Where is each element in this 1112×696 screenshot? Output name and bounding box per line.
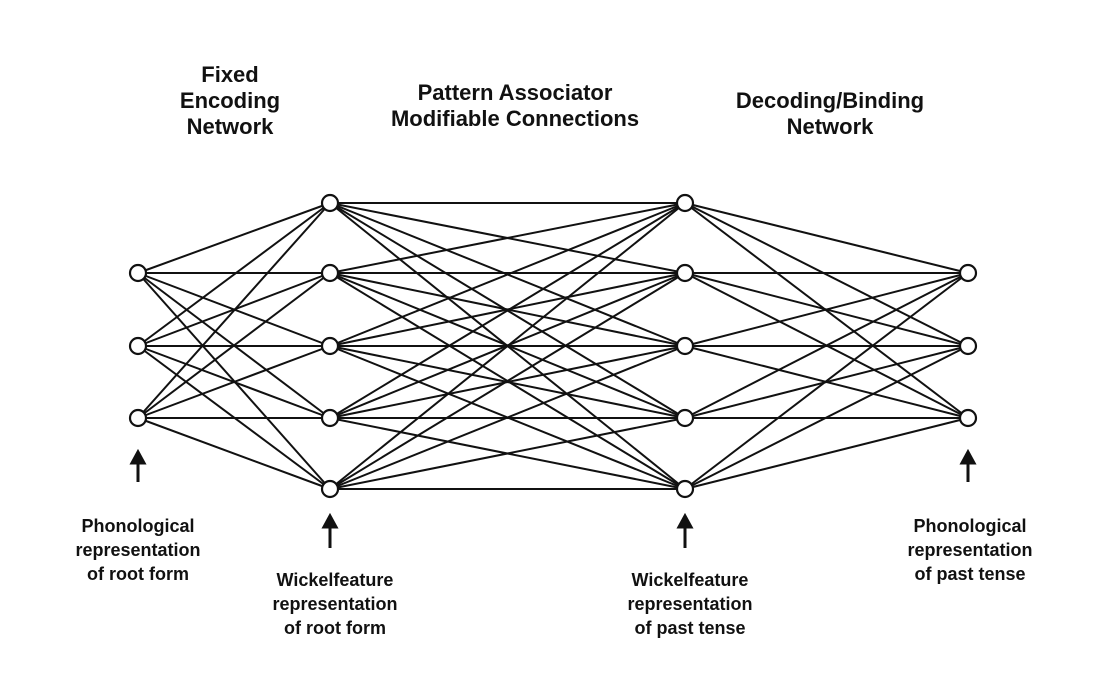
wf-root-unit bbox=[320, 263, 340, 283]
arrow-head bbox=[959, 448, 977, 465]
header-line: Network bbox=[186, 114, 274, 139]
wf-past-unit bbox=[675, 263, 695, 283]
connection-line bbox=[329, 202, 686, 347]
label-line: representation bbox=[907, 540, 1033, 560]
label-line: of root form bbox=[284, 618, 386, 638]
arrow-head bbox=[676, 512, 694, 529]
connection-line bbox=[137, 202, 331, 419]
connection-line bbox=[684, 202, 969, 347]
label-line: Wickelfeature bbox=[276, 570, 394, 590]
connection-line bbox=[329, 345, 686, 490]
label-line: of past tense bbox=[914, 564, 1026, 584]
label-wickelfeature-past: Wickelfeature representation of past ten… bbox=[600, 568, 780, 640]
label-line: Wickelfeature bbox=[631, 570, 749, 590]
connection-line bbox=[137, 202, 331, 274]
label-phonological-root: Phonological representation of root form bbox=[48, 514, 228, 586]
phon-past-unit bbox=[958, 408, 978, 428]
wf-root-unit bbox=[320, 408, 340, 428]
connection-line bbox=[137, 345, 331, 419]
label-phonological-past: Phonological representation of past tens… bbox=[880, 514, 1060, 586]
connection-line bbox=[137, 272, 331, 419]
phon-root-unit bbox=[128, 263, 148, 283]
arrow-phon-root-icon bbox=[129, 448, 147, 482]
connection-line bbox=[684, 345, 969, 490]
label-line: Phonological bbox=[913, 516, 1027, 536]
label-line: representation bbox=[627, 594, 753, 614]
connection-line bbox=[684, 417, 969, 490]
arrow-head bbox=[129, 448, 147, 465]
connection-line bbox=[137, 202, 331, 347]
wf-past-unit bbox=[675, 193, 695, 213]
connection-line bbox=[329, 202, 686, 419]
connection-line bbox=[329, 417, 686, 490]
phon-root-unit bbox=[128, 408, 148, 428]
arrow-wf-root-icon bbox=[321, 512, 339, 548]
wf-past-unit bbox=[675, 408, 695, 428]
label-line: representation bbox=[272, 594, 398, 614]
label-line: representation bbox=[75, 540, 201, 560]
arrow-phon-past-icon bbox=[959, 448, 977, 482]
arrow-head bbox=[321, 512, 339, 529]
header-line: Fixed bbox=[201, 62, 259, 87]
label-line: of past tense bbox=[634, 618, 746, 638]
connection-line bbox=[137, 417, 331, 490]
header-line: Decoding/Binding bbox=[735, 88, 925, 113]
connection-line bbox=[329, 202, 686, 490]
label-line: Phonological bbox=[81, 516, 195, 536]
header-line: Pattern Associator bbox=[417, 80, 613, 105]
wf-past-unit bbox=[675, 336, 695, 356]
phon-past-unit bbox=[958, 336, 978, 356]
connection-line bbox=[684, 272, 969, 419]
wf-root-unit bbox=[320, 336, 340, 356]
input-arrows bbox=[129, 448, 977, 548]
header-line: Encoding bbox=[179, 88, 281, 113]
wf-root-unit bbox=[320, 479, 340, 499]
connection-line bbox=[329, 202, 686, 274]
header-decoding-binding-network: Decoding/Binding Network bbox=[705, 88, 955, 140]
connection-line bbox=[684, 272, 969, 347]
connections bbox=[137, 202, 969, 490]
header-fixed-encoding-network: Fixed Encoding Network bbox=[175, 62, 285, 140]
label-line: of root form bbox=[87, 564, 189, 584]
wf-root-unit bbox=[320, 193, 340, 213]
connection-line bbox=[684, 202, 969, 274]
label-wickelfeature-root: Wickelfeature representation of root for… bbox=[245, 568, 425, 640]
units bbox=[128, 193, 978, 499]
header-line: Modifiable Connections bbox=[390, 106, 640, 131]
wf-past-unit bbox=[675, 479, 695, 499]
arrow-wf-past-icon bbox=[676, 512, 694, 548]
phon-root-unit bbox=[128, 336, 148, 356]
header-pattern-associator: Pattern Associator Modifiable Connection… bbox=[365, 80, 665, 132]
phon-past-unit bbox=[958, 263, 978, 283]
connection-line bbox=[684, 272, 969, 490]
connection-line bbox=[329, 272, 686, 490]
header-line: Network bbox=[786, 114, 874, 139]
